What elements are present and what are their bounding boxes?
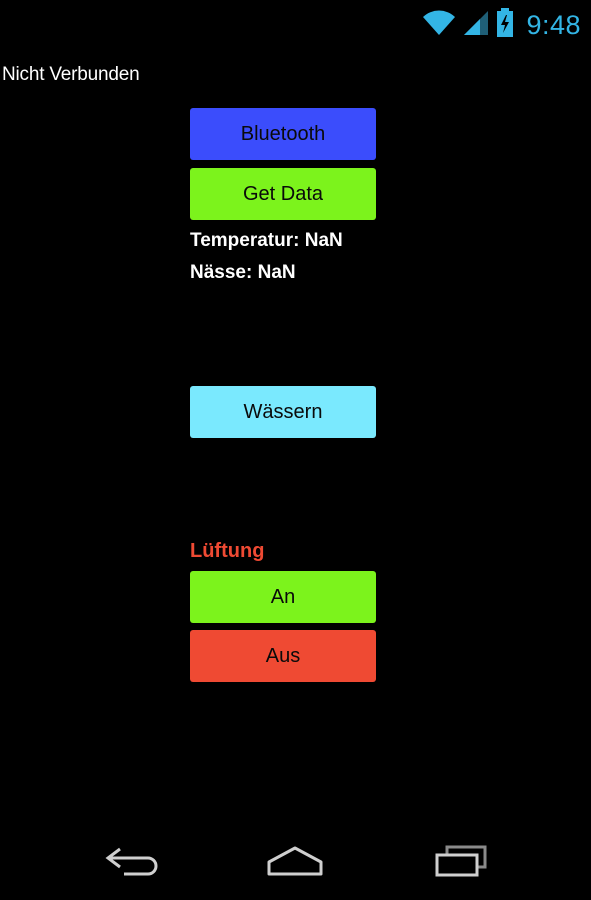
temperature-reading: Temperatur: NaN — [190, 230, 343, 251]
status-icons: 9:48 — [422, 7, 581, 43]
ventilation-off-button[interactable]: Aus — [190, 630, 376, 682]
water-button[interactable]: Wässern — [190, 386, 376, 438]
status-time: 9:48 — [526, 9, 581, 40]
recent-apps-icon — [433, 844, 489, 883]
ventilation-on-button[interactable]: An — [190, 571, 376, 623]
home-button[interactable] — [240, 826, 350, 900]
back-button[interactable] — [77, 826, 187, 900]
status-bar: 9:48 — [0, 0, 591, 50]
wifi-icon — [422, 9, 456, 42]
connection-status: Nicht Verbunden — [2, 64, 140, 85]
navigation-bar — [0, 826, 591, 900]
moisture-reading: Nässe: NaN — [190, 262, 296, 283]
back-icon — [104, 844, 160, 883]
battery-charging-icon — [496, 7, 514, 43]
get-data-button[interactable]: Get Data — [190, 168, 376, 220]
recent-apps-button[interactable] — [406, 826, 516, 900]
bluetooth-button[interactable]: Bluetooth — [190, 108, 376, 160]
ventilation-label: Lüftung — [190, 540, 265, 562]
cell-signal-icon — [462, 9, 490, 42]
home-icon — [265, 844, 325, 883]
